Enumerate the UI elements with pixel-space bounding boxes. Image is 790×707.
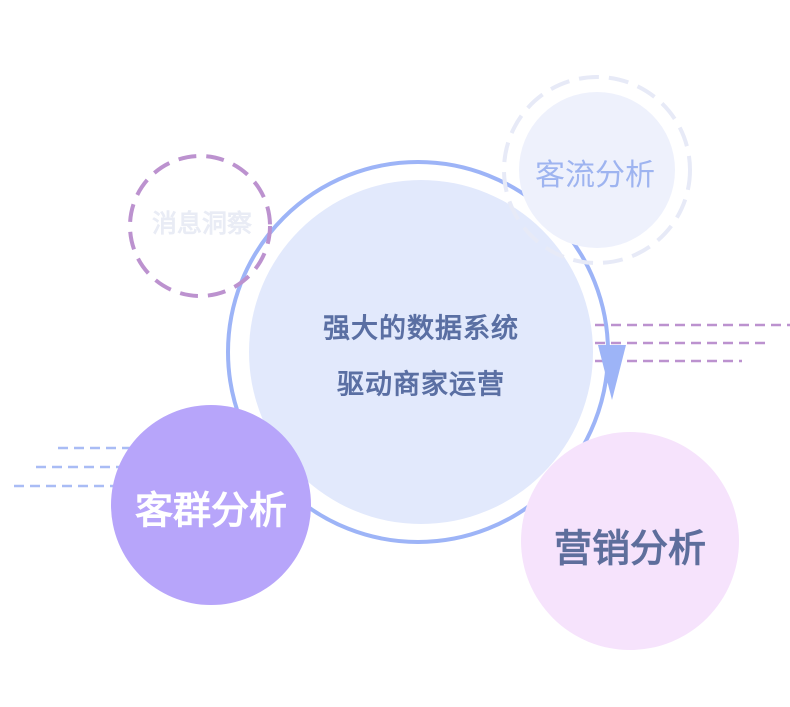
customer-group-circle xyxy=(111,405,311,605)
marketing-label: 营销分析 xyxy=(553,526,707,571)
center-circle xyxy=(249,180,593,524)
traffic-analysis-label: 客流分析 xyxy=(535,158,655,193)
center-title-line1: 强大的数据系统 xyxy=(323,313,519,345)
traffic-analysis-circle xyxy=(519,92,675,248)
message-insight-circle xyxy=(128,154,272,298)
traffic-analysis-dashed-ring xyxy=(502,75,692,265)
right-dashed-lines xyxy=(595,323,790,363)
center-title-line2: 驱动商家运营 xyxy=(337,369,505,401)
marketing-circle xyxy=(521,432,739,650)
message-insight-label: 消息洞察 xyxy=(151,209,253,238)
customer-group-label: 客群分析 xyxy=(134,488,288,533)
arrow-down-icon xyxy=(598,345,626,400)
